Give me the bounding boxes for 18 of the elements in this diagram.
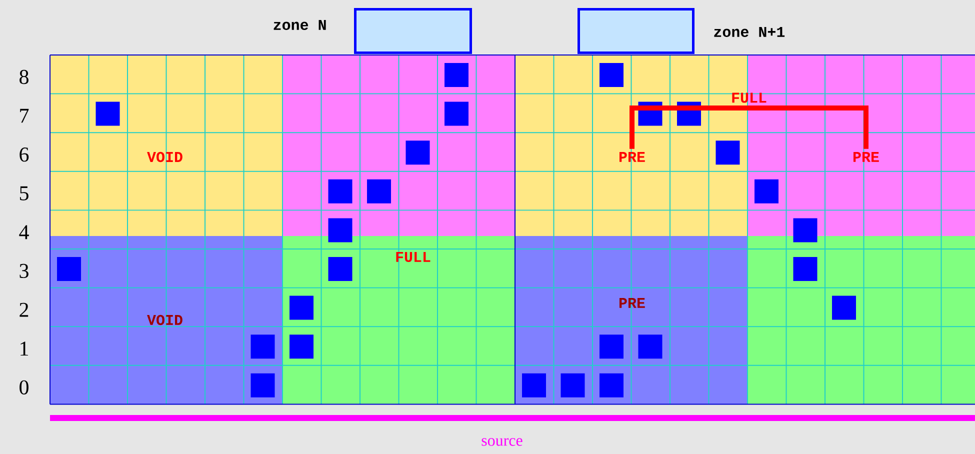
region-label: PRE bbox=[620, 298, 645, 308]
row-number: 4 bbox=[19, 225, 29, 240]
zone-label: zone N+1 bbox=[714, 26, 785, 37]
row-number: 3 bbox=[20, 264, 28, 278]
zone-label: zone N bbox=[274, 20, 326, 30]
zone-box bbox=[354, 8, 472, 54]
row-number: 0 bbox=[20, 380, 28, 394]
row-number: 8 bbox=[20, 70, 28, 84]
source-label: source bbox=[482, 438, 522, 446]
bracket-line bbox=[630, 106, 868, 149]
zone-box bbox=[578, 8, 694, 54]
row-number: 5 bbox=[20, 186, 28, 200]
row-number: 6 bbox=[20, 148, 29, 162]
row-number: 1 bbox=[20, 342, 28, 356]
region-label: FULL bbox=[396, 252, 430, 262]
region-label: VOID bbox=[147, 314, 182, 326]
row-number: 7 bbox=[20, 108, 29, 123]
row-number: 2 bbox=[20, 302, 28, 317]
